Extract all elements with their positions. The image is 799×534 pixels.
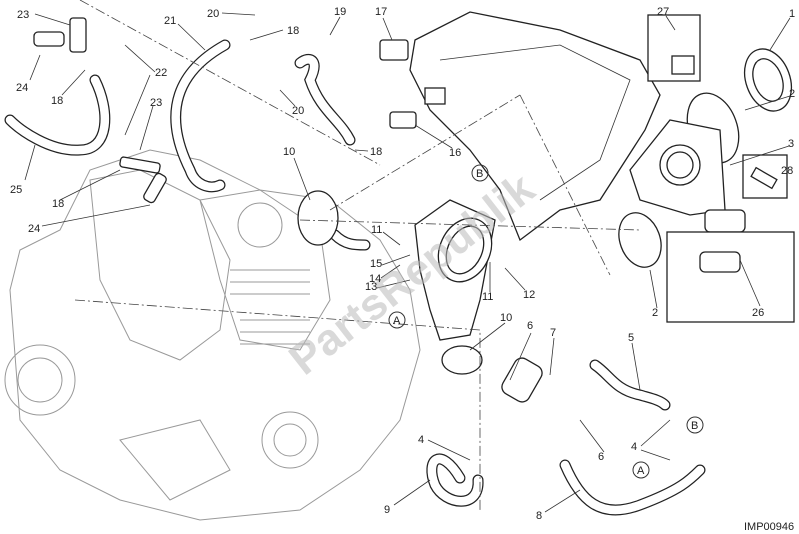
callout: 25 (10, 184, 22, 196)
callout: 8 (536, 510, 542, 522)
callout: 1 (789, 8, 795, 20)
callout: 4 (418, 434, 424, 446)
callout: 21 (164, 15, 176, 27)
callout: 18 (287, 25, 299, 37)
callout: 19 (334, 6, 346, 18)
callout: 18 (52, 198, 64, 210)
callout: 15 (370, 258, 382, 270)
callout: 26 (752, 307, 764, 319)
callout-labels: 23 24 18 22 25 21 20 18 19 17 20 18 16 1… (10, 6, 795, 522)
callout: 22 (155, 67, 167, 79)
intake-manifold (414, 199, 496, 341)
callout: 18 (370, 146, 382, 158)
callout: 10 (283, 146, 295, 158)
callout: 24 (16, 82, 28, 94)
callout: 12 (523, 289, 535, 301)
callout: 23 (17, 9, 29, 21)
leader-lines (24, 0, 791, 513)
callout: A (637, 465, 645, 477)
reference-marker-b (686, 416, 704, 434)
callout: 3 (788, 138, 794, 150)
callout: 18 (51, 95, 63, 107)
callout: 11 (371, 224, 382, 236)
callout: 28 (781, 165, 793, 177)
callout: 27 (657, 6, 669, 18)
hoses (4, 17, 706, 516)
callout: 23 (150, 97, 162, 109)
callout: 13 (365, 281, 377, 293)
throttle-body (618, 14, 795, 323)
callout: 24 (28, 223, 40, 235)
callout: B (476, 168, 483, 180)
callout: A (393, 315, 401, 327)
reference-marker-b (471, 164, 489, 182)
callout: 6 (527, 320, 533, 332)
callout: 20 (207, 8, 219, 20)
callout: 20 (292, 105, 304, 117)
callout: 7 (550, 327, 556, 339)
callout: 4 (631, 441, 637, 453)
callout: 10 (500, 312, 512, 324)
callout: 2 (652, 307, 658, 319)
airbox (409, 11, 661, 242)
reference-marker-a (388, 311, 406, 329)
reference-code: IMP00946 (744, 521, 794, 533)
callout: 11 (482, 291, 493, 303)
callout: 2 (789, 88, 795, 100)
callout: 9 (384, 504, 390, 516)
callout: B (691, 420, 698, 432)
reference-marker-a (632, 461, 650, 479)
callout: 17 (375, 6, 387, 18)
callout: 6 (598, 451, 604, 463)
callout: 16 (449, 147, 461, 159)
callout: 5 (628, 332, 634, 344)
callout: 14 (369, 273, 381, 285)
